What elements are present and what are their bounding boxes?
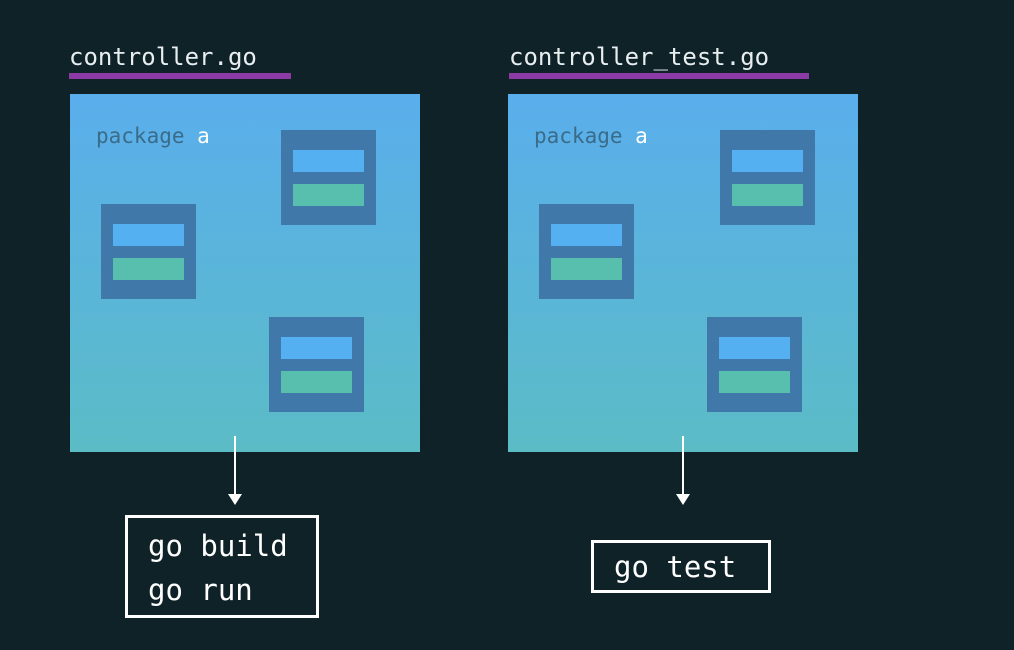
- right-package-keyword: package: [534, 124, 623, 148]
- command-go-build: go build: [148, 529, 288, 563]
- function-bar-top: [719, 337, 790, 359]
- right-function-block-1: [720, 130, 815, 225]
- function-bar-bottom: [551, 258, 622, 280]
- right-command-box: go test: [591, 540, 771, 593]
- right-package-box: package a: [508, 94, 858, 452]
- left-package-box: package a: [70, 94, 420, 452]
- function-bar-top: [551, 224, 622, 246]
- command-go-run: go run: [148, 573, 253, 607]
- left-package-label: package a: [96, 124, 210, 148]
- left-arrow-shaft: [234, 436, 236, 494]
- left-arrow-head: [228, 494, 242, 505]
- function-bar-bottom: [113, 258, 184, 280]
- function-bar-top: [732, 150, 803, 172]
- function-bar-bottom: [293, 184, 364, 206]
- left-command-box: go build go run: [125, 515, 319, 618]
- right-arrow-head: [676, 494, 690, 505]
- function-bar-bottom: [281, 371, 352, 393]
- function-bar-bottom: [719, 371, 790, 393]
- right-arrow-shaft: [682, 436, 684, 494]
- command-go-test: go test: [614, 550, 737, 584]
- right-filename: controller_test.go: [509, 43, 770, 71]
- left-package-name: a: [197, 124, 210, 148]
- left-package-keyword: package: [96, 124, 185, 148]
- left-function-block-3: [269, 317, 364, 412]
- left-function-block-2: [101, 204, 196, 299]
- left-function-block-1: [281, 130, 376, 225]
- left-filename-underline: [69, 73, 291, 79]
- function-bar-top: [293, 150, 364, 172]
- function-bar-bottom: [732, 184, 803, 206]
- right-filename-underline: [509, 73, 809, 79]
- left-filename: controller.go: [69, 43, 257, 71]
- right-package-label: package a: [534, 124, 648, 148]
- function-bar-top: [113, 224, 184, 246]
- function-bar-top: [281, 337, 352, 359]
- right-function-block-2: [539, 204, 634, 299]
- right-package-name: a: [635, 124, 648, 148]
- right-function-block-3: [707, 317, 802, 412]
